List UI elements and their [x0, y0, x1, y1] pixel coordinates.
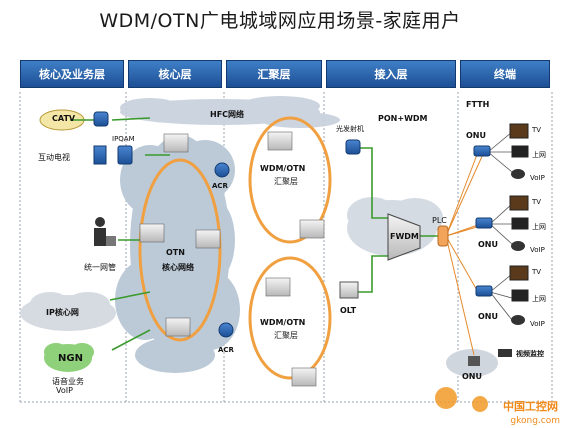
fiber-links [70, 117, 440, 351]
label-otn-core: 核心网络 [162, 263, 194, 272]
label-internet-1: 上网 [532, 151, 546, 159]
olt-device [339, 281, 359, 299]
otn-core-ring [138, 158, 222, 342]
watermark-url: gkong.com [510, 416, 560, 426]
phone-sets [511, 169, 525, 325]
label-internet-3: 上网 [532, 295, 546, 303]
label-agg-top-2: 汇聚层 [274, 177, 298, 186]
label-onu-4: ONU [462, 372, 482, 381]
label-voip-1: VoIP [530, 174, 545, 182]
label-voip-3: VoIP [530, 320, 545, 328]
agg-ring-bottom [248, 256, 332, 380]
catv-source [93, 111, 109, 127]
hfc-cloud [120, 96, 340, 128]
core-otn-devices [139, 131, 325, 387]
label-video-surveillance: 视频监控 [516, 350, 544, 358]
acr-routers [214, 162, 234, 338]
diagram-title: WDM/OTN广电城域网应用场景-家庭用户 [99, 10, 461, 32]
label-catv: CATV [52, 114, 76, 123]
tv-sets [509, 123, 529, 281]
label-voip-2: VoIP [530, 246, 545, 254]
column-header-aggregation: 汇聚层 [226, 60, 322, 88]
ipqam-device [117, 145, 133, 165]
label-acr-bottom: ACR [218, 346, 234, 354]
label-ngn: NGN [58, 353, 83, 364]
ip-core-cloud [20, 292, 116, 331]
label-onu-3: ONU [478, 312, 498, 321]
label-optical-tx: 光发射机 [336, 125, 364, 133]
label-ipqam: IPQAM [112, 135, 135, 143]
column-header-terminal: 终端 [460, 60, 550, 88]
column-header-access: 接入层 [326, 60, 456, 88]
label-pon-wdm: PON+WDM [378, 114, 428, 123]
watermark-gear-icon [435, 387, 488, 412]
agg-ring-top [248, 116, 332, 244]
label-hfc: HFC网络 [210, 110, 245, 119]
watermark-text: 中国工控网 [503, 400, 558, 413]
label-onu-2: ONU [478, 240, 498, 249]
label-otn: OTN [166, 248, 185, 257]
label-internet-2: 上网 [532, 223, 546, 231]
label-agg-bottom: WDM/OTN [260, 318, 306, 327]
label-nms: 统一网管 [84, 263, 116, 272]
surveillance-camera [468, 349, 512, 366]
label-onu-1: ONU [466, 131, 486, 140]
iptv-server [93, 145, 107, 165]
label-agg-bottom-2: 汇聚层 [274, 331, 298, 340]
label-tv-3: TV [532, 268, 542, 276]
label-tv-1: TV [532, 126, 542, 134]
optical-transmitter-device [345, 139, 361, 155]
label-acr-top: ACR [212, 182, 228, 190]
plc-splitter [437, 225, 449, 247]
nms-operator [94, 217, 116, 246]
ngn-cloud [44, 343, 94, 372]
label-plc: PLC [432, 216, 447, 225]
column-dividers [19, 92, 553, 403]
label-fwdm: FWDM [390, 232, 419, 241]
onu-devices [473, 145, 493, 297]
label-agg-top: WDM/OTN [260, 164, 306, 173]
label-ip-core: IP核心网 [46, 308, 79, 317]
label-tv-2: TV [532, 198, 542, 206]
terminal-links [487, 131, 513, 321]
fwdm-device [387, 213, 421, 261]
label-voip: VoIP [56, 386, 73, 395]
label-voice: 语音业务 [52, 377, 84, 386]
column-header-core-service: 核心及业务层 [20, 60, 124, 88]
drop-fibers [445, 151, 485, 356]
label-olt: OLT [340, 306, 357, 315]
label-ftth: FTTH [466, 100, 490, 109]
pc-sets [511, 145, 529, 302]
column-header-core: 核心层 [128, 60, 222, 88]
label-iptv: 互动电视 [38, 153, 70, 162]
